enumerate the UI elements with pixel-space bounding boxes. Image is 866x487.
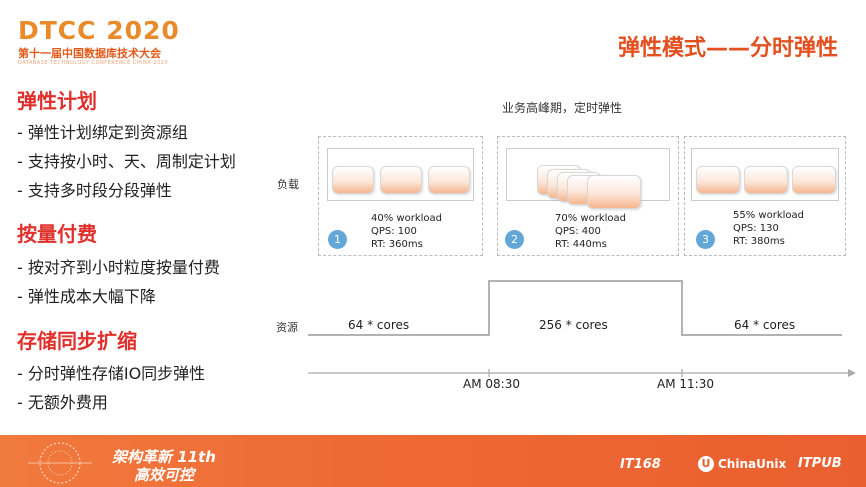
rt-text: RT: 360ms bbox=[371, 239, 423, 250]
bullet-item: - 无额外费用 bbox=[17, 393, 108, 412]
footer-slogan-line-1: 架构革新 11th bbox=[112, 448, 216, 466]
bullet-item: - 弹性成本大幅下降 bbox=[17, 287, 156, 306]
section-heading-storage-scaling: 存储同步扩缩 bbox=[17, 329, 137, 353]
resource-value-3: 64 * cores bbox=[734, 318, 796, 332]
section-heading-pay-as-you-go: 按量付费 bbox=[17, 222, 97, 246]
sponsor-logo-itpub: ITPUB bbox=[798, 456, 842, 471]
compute-node bbox=[332, 166, 374, 194]
sponsor-logo-it168: IT168 bbox=[620, 457, 661, 472]
rt-text: RT: 380ms bbox=[733, 236, 785, 247]
resource-step-line bbox=[308, 280, 842, 336]
workload-text: 70% workload bbox=[555, 213, 626, 224]
section-heading-elastic-plan: 弹性计划 bbox=[17, 89, 97, 113]
footer-slogan-line-2: 高效可控 bbox=[134, 466, 195, 484]
qps-text: QPS: 400 bbox=[555, 226, 601, 237]
bullet-item: - 分时弹性存储IO同步弹性 bbox=[17, 364, 206, 383]
compute-node bbox=[380, 166, 422, 194]
compute-node bbox=[587, 175, 641, 209]
compute-node bbox=[696, 166, 740, 194]
peak-period-label: 业务高峰期，定时弹性 bbox=[502, 101, 623, 115]
workload-panel-3: 55% workload QPS: 130 RT: 380ms 3 bbox=[684, 136, 846, 256]
bullet-item: - 支持按小时、天、周制定计划 bbox=[17, 152, 236, 171]
step-badge: 1 bbox=[328, 230, 347, 249]
sponsor-logo-chinaunix: ChinaUnix bbox=[718, 457, 787, 471]
workload-text: 40% workload bbox=[371, 213, 442, 224]
qps-text: QPS: 100 bbox=[371, 226, 417, 237]
bullet-item: - 支持多时段分段弹性 bbox=[17, 181, 172, 200]
load-axis-label: 负载 bbox=[277, 178, 299, 191]
compute-node bbox=[744, 166, 788, 194]
step-badge: 3 bbox=[696, 230, 715, 249]
rt-text: RT: 440ms bbox=[555, 239, 607, 250]
chinaunix-logo-icon: U bbox=[698, 456, 714, 472]
node-group bbox=[506, 148, 670, 209]
workload-panel-2: 70% workload QPS: 400 RT: 440ms 2 bbox=[497, 136, 679, 256]
workload-text: 55% workload bbox=[733, 210, 804, 221]
resource-value-1: 64 * cores bbox=[348, 318, 410, 332]
conference-subtitle: 第十一届中国数据库技术大会 bbox=[18, 47, 161, 60]
conference-logo: DTCC 2020 bbox=[18, 16, 180, 45]
time-axis-arrow bbox=[848, 369, 856, 377]
resource-axis-label: 资源 bbox=[276, 321, 298, 334]
node-group bbox=[327, 148, 474, 201]
resource-value-2: 256 * cores bbox=[539, 318, 608, 332]
footer-banner bbox=[0, 435, 866, 487]
conference-english-name: DATABASE TECHNOLOGY CONFERENCE CHINA 202… bbox=[18, 60, 169, 66]
compute-node bbox=[792, 166, 836, 194]
bullet-item: - 弹性计划绑定到资源组 bbox=[17, 123, 188, 142]
globe-decoration-icon bbox=[28, 442, 92, 484]
workload-panel-1: 40% workload QPS: 100 RT: 360ms 1 bbox=[318, 136, 483, 256]
slide-title: 弹性模式——分时弹性 bbox=[617, 36, 838, 61]
bullet-item: - 按对齐到小时粒度按量付费 bbox=[17, 258, 220, 277]
node-group bbox=[691, 148, 839, 201]
step-badge: 2 bbox=[505, 230, 524, 249]
time-label-start: AM 08:30 bbox=[463, 377, 520, 391]
compute-node bbox=[428, 166, 470, 194]
qps-text: QPS: 130 bbox=[733, 223, 779, 234]
time-label-end: AM 11:30 bbox=[657, 377, 714, 391]
